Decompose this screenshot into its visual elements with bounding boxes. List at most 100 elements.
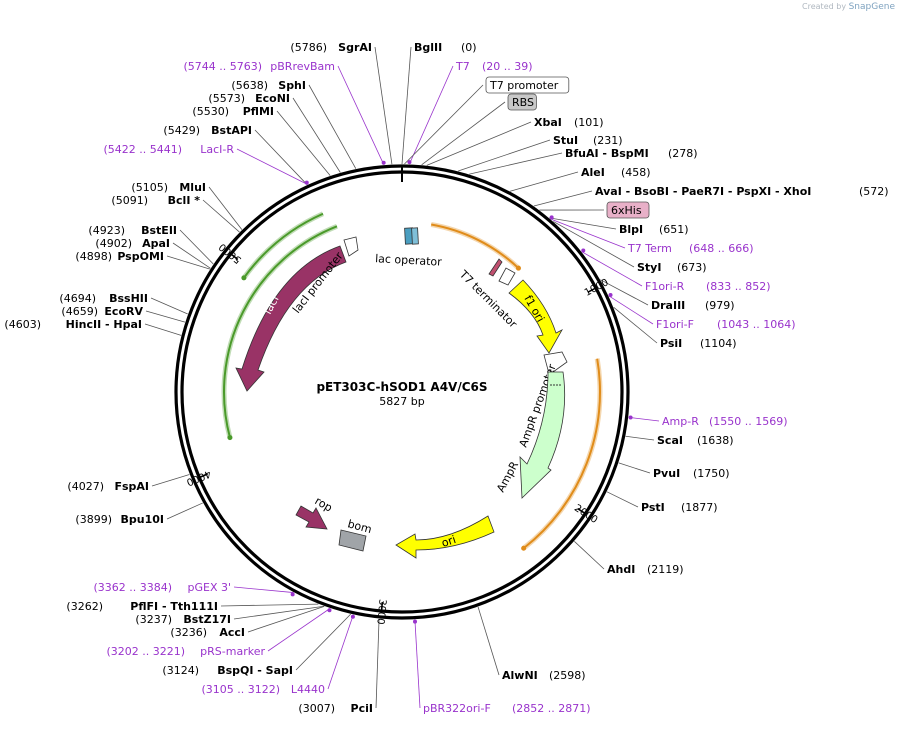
leader-pvui xyxy=(618,462,651,474)
ori-label: ori xyxy=(440,533,458,550)
leader-fspai xyxy=(151,474,190,487)
label-name-alei: AleI xyxy=(581,166,605,179)
primer-amp-r[interactable]: Amp-R(1550 .. 1569) xyxy=(662,415,788,428)
site-stui[interactable]: StuI(231) xyxy=(553,134,623,147)
site-pcii[interactable]: PciI(3007) xyxy=(298,702,373,715)
site-bfuai-bspmi[interactable]: BfuAI - BspMI(278) xyxy=(565,147,698,160)
leader-bsteii xyxy=(179,229,214,265)
orf-1-glow xyxy=(430,222,521,270)
primer-pbrrevbam[interactable]: pBRrevBam(5744 .. 5763) xyxy=(183,60,335,73)
ampr-label: AmpR xyxy=(494,459,521,494)
feature-bom[interactable]: bom xyxy=(338,517,373,552)
orf-4-tip xyxy=(227,435,233,441)
site-avai-bsobi-paer7i-pspxi-xhoi[interactable]: AvaI - BsoBI - PaeR7I - PspXI - XhoI(572… xyxy=(595,185,889,198)
site-econi[interactable]: EcoNI(5573) xyxy=(208,92,290,105)
feature-tag-6xhis[interactable]: 6xHis xyxy=(606,201,650,219)
feature-tag-box-6xhis xyxy=(606,201,650,219)
site-bsshii[interactable]: BssHII(4694) xyxy=(59,292,148,305)
feature-tag-box-t7-promoter xyxy=(485,76,570,94)
tick-3000 xyxy=(380,602,384,611)
site-fspai[interactable]: FspAI(4027) xyxy=(67,480,149,493)
feature-ori[interactable]: ori xyxy=(395,515,495,559)
leader-bglii xyxy=(401,46,412,165)
site-bspqi-sapi[interactable]: BspQI - SapI(3124) xyxy=(162,664,293,677)
primer-t7-term[interactable]: T7 Term(648 .. 666) xyxy=(627,242,754,255)
site-psii[interactable]: PsiI(1104) xyxy=(660,337,737,350)
label-pos-hincii-hpai: (4603) xyxy=(4,318,41,331)
site-pflmi[interactable]: PflMI (5530) xyxy=(192,105,274,118)
label-pos-acci: (3236) xyxy=(170,626,207,639)
leader-bpu10i xyxy=(166,502,203,520)
tick-5000 xyxy=(231,253,239,261)
label-pos-bglii: (0) xyxy=(461,41,477,54)
site-alei[interactable]: AleI (458) xyxy=(581,166,651,179)
site-blpi[interactable]: BlpI(651) xyxy=(619,223,689,236)
site-ecorv[interactable]: EcoRV(4659) xyxy=(61,305,143,318)
site-acci[interactable]: AccI(3236) xyxy=(170,626,245,639)
primer-laci-r[interactable]: LacI-R(5422 .. 5441) xyxy=(103,143,234,156)
label-pos-pflmi: (5530) xyxy=(192,105,229,118)
primer-pgex-3[interactable]: pGEX 3'(3362 .. 3384) xyxy=(93,581,231,594)
primer-prs-marker[interactable]: pRS-marker(3202 .. 3221) xyxy=(106,645,265,658)
leader-t7-term xyxy=(550,218,626,249)
site-sphi[interactable]: SphI(5638) xyxy=(231,79,306,92)
label-name-stui: StuI xyxy=(553,134,578,147)
site-mlui[interactable]: MluI(5105) xyxy=(131,181,206,194)
primer-mark-f1ori-f xyxy=(608,293,613,298)
feature-tag-t7-promoter[interactable]: T7 promoter xyxy=(485,76,570,94)
site-pvui[interactable]: PvuI(1750) xyxy=(653,467,730,480)
label-name-psti: PstI xyxy=(641,501,665,514)
site-sgrai[interactable]: SgrAI(5786) xyxy=(290,41,372,54)
site-pflfi-tth111i[interactable]: PflFI - Tth111I(3262) xyxy=(66,600,218,613)
primer-l4440[interactable]: L4440(3105 .. 3122) xyxy=(201,683,325,696)
feature-f1-ori[interactable]: f1 ori xyxy=(508,279,563,354)
snapgene-credit: Created by SnapGene xyxy=(802,2,895,12)
primer-t7[interactable]: T7(20 .. 39) xyxy=(455,60,533,73)
leader-amp-r xyxy=(628,416,660,422)
label-name-pflmi: PflMI xyxy=(243,105,274,118)
site-alwni[interactable]: AlwNI(2598) xyxy=(502,669,586,682)
label-name-bglii: BglII xyxy=(414,41,442,54)
leader-mlui xyxy=(208,186,243,230)
orf-2-arc[interactable] xyxy=(523,358,601,550)
site-bstz17i[interactable]: BstZ17I(3237) xyxy=(135,613,231,626)
feature-tag-rbs[interactable]: RBS xyxy=(507,93,537,111)
label-pos-bpu10i: (3899) xyxy=(75,513,112,526)
site-scai[interactable]: ScaI(1638) xyxy=(657,434,734,447)
site-bglii[interactable]: BglII (0) xyxy=(414,41,477,54)
label-name-ahdi: AhdI xyxy=(607,563,635,576)
primer-pbr322ori-f[interactable]: pBR322ori-F(2852 .. 2871) xyxy=(423,702,591,715)
label-pos-bsteii: (4923) xyxy=(88,224,125,237)
site-bcli[interactable]: BclI *(5091) xyxy=(111,194,200,207)
label-pos-bstapi: (5429) xyxy=(163,124,200,137)
orf-1-arc[interactable] xyxy=(431,223,520,269)
label-pos-blpi: (651) xyxy=(659,223,689,236)
site-psti[interactable]: PstI(1877) xyxy=(641,501,718,514)
label-name-sphi: SphI xyxy=(278,79,306,92)
label-name-scai: ScaI xyxy=(657,434,683,447)
orf-3-arc[interactable] xyxy=(243,212,324,279)
site-hincii-hpai[interactable]: HincII - HpaI(4603) xyxy=(4,318,142,331)
primer-mark-pbrrevbam xyxy=(381,160,386,165)
site-bstapi[interactable]: BstAPI(5429) xyxy=(163,124,252,137)
primer-f1ori-f[interactable]: F1ori-F(1043 .. 1064) xyxy=(656,318,796,331)
leader-acci xyxy=(247,605,325,633)
site-bsteii[interactable]: BstEII(4923) xyxy=(88,224,177,237)
feature-lac-operator[interactable]: lac operator xyxy=(375,227,443,269)
site-bpu10i[interactable]: Bpu10I(3899) xyxy=(75,513,164,526)
site-styi[interactable]: StyI(673) xyxy=(637,261,707,274)
feature-t7-terminator[interactable]: T7 terminator xyxy=(456,258,520,331)
site-ahdi[interactable]: AhdI(2119) xyxy=(607,563,684,576)
label-name-pspomi: PspOMI xyxy=(117,250,164,263)
site-xbai[interactable]: XbaI(101) xyxy=(534,116,604,129)
orf-4-arc[interactable] xyxy=(223,225,338,438)
feature-rop[interactable]: rop xyxy=(295,494,335,530)
primer-f1ori-r[interactable]: F1ori-R(833 .. 852) xyxy=(645,280,771,293)
tick-2000 xyxy=(577,507,585,514)
label-pos-alei: (458) xyxy=(621,166,651,179)
site-apai[interactable]: ApaI(4902) xyxy=(95,237,170,250)
feature-laci[interactable]: lacI xyxy=(235,245,347,392)
site-pspomi[interactable]: PspOMI(4898) xyxy=(75,250,164,263)
leader-bsshii xyxy=(150,297,188,315)
site-draiii[interactable]: DraIII(979) xyxy=(651,299,735,312)
